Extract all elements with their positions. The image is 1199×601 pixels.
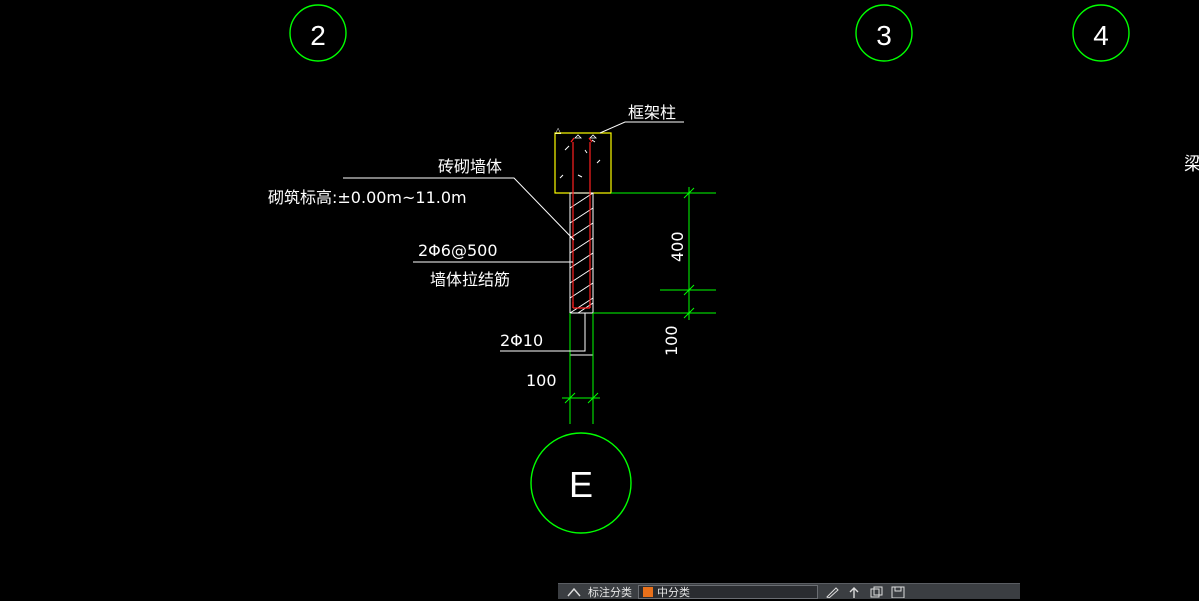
grid-bubble-4: 4 (1072, 4, 1130, 62)
beam-edge-label: 梁 (1184, 154, 1199, 175)
grid-bubble-e: E (530, 432, 632, 534)
grid-bubble-3: 3 (855, 4, 913, 62)
current-layer-select[interactable]: 中分类 (638, 584, 818, 599)
grid-label-3: 3 (876, 20, 892, 51)
brick-wall-label: 砖砌墙体 (438, 157, 502, 176)
current-layer-value: 中分类 (657, 585, 690, 599)
pencil-icon[interactable] (824, 586, 840, 599)
copy-icon[interactable] (868, 586, 884, 598)
bottom-rebar-label: 2Φ10 (500, 331, 543, 350)
rebar-lines (570, 137, 593, 309)
frame-column: △ (554, 126, 612, 194)
grid-bubble-2: 2 (289, 4, 347, 62)
dimension-height-100: 100 (662, 325, 681, 356)
grid-label-e: E (569, 464, 593, 505)
dimension-icon[interactable] (566, 586, 582, 598)
layer-label: 标注分类 (588, 585, 632, 599)
dimension-height-400: 400 (668, 231, 687, 262)
grid-label-2: 2 (310, 20, 326, 51)
svg-text:△: △ (555, 126, 562, 135)
grid-label-4: 4 (1093, 20, 1109, 51)
dimension-lines (562, 187, 716, 424)
frame-column-label: 框架柱 (628, 103, 676, 122)
dimension-width-100: 100 (526, 371, 557, 390)
layer-color-swatch (643, 586, 653, 597)
tie-rebar-name-label: 墙体拉结筋 (430, 270, 510, 289)
up-arrow-icon[interactable] (846, 586, 862, 598)
layer-toolbar: 标注分类 中分类 (558, 583, 1020, 599)
leader-lines (343, 121, 684, 352)
tie-rebar-spec-label: 2Φ6@500 (418, 241, 498, 260)
masonry-elevation-label: 砌筑标高:±0.00m~11.0m (268, 188, 467, 207)
save-icon[interactable] (890, 586, 906, 598)
